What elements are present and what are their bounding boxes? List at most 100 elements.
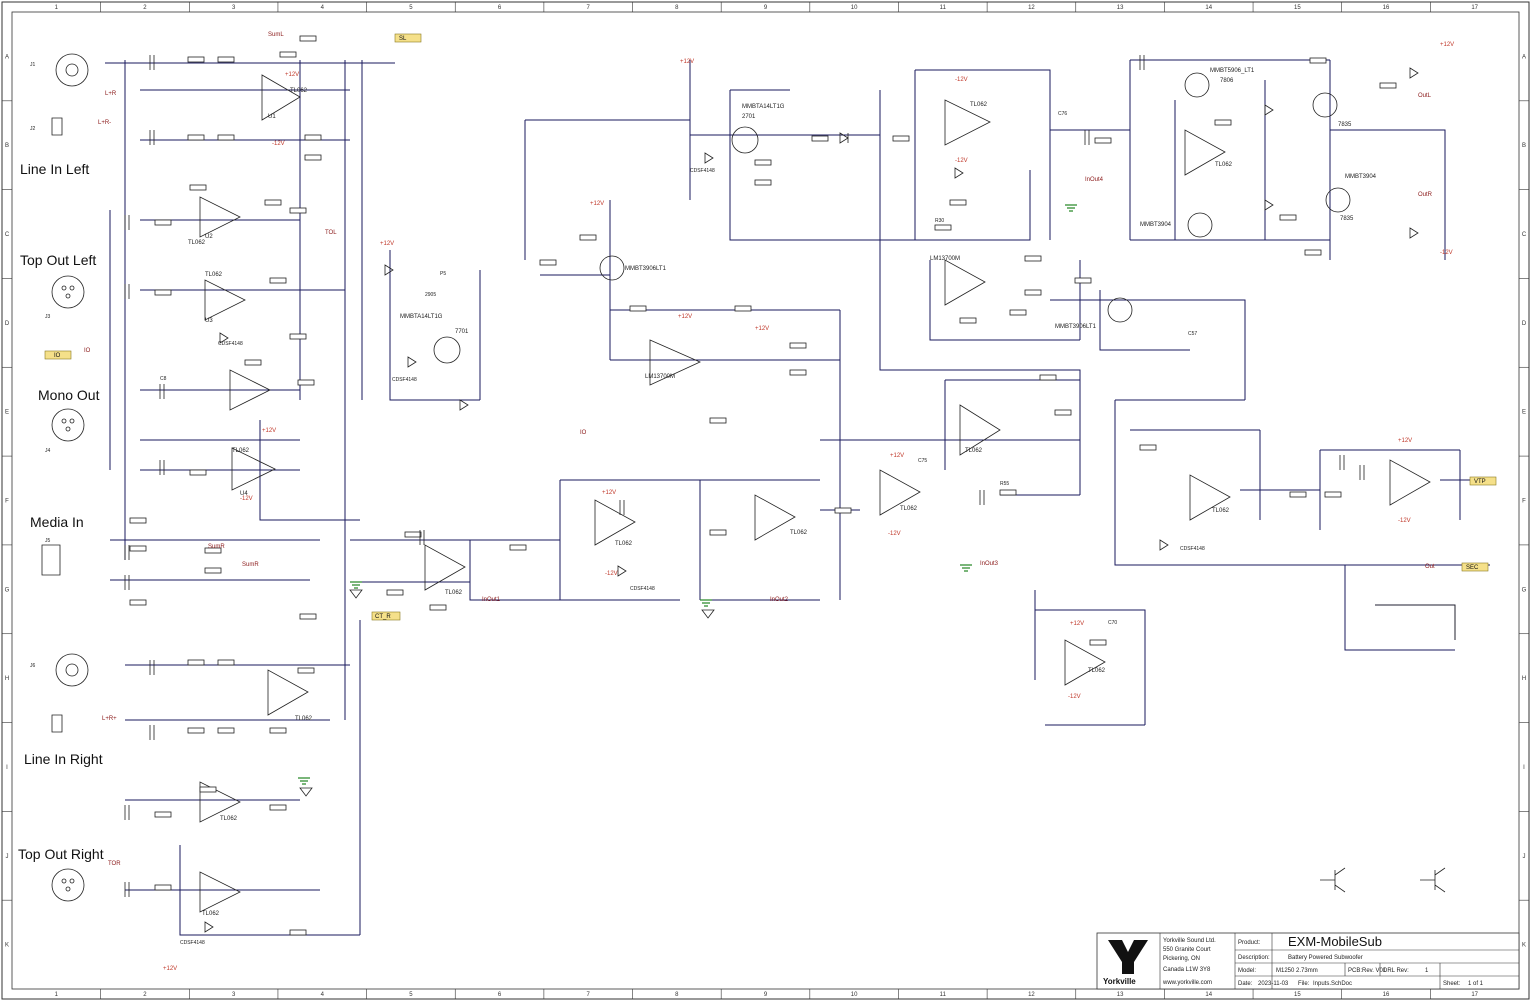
svg-text:IO: IO xyxy=(54,353,61,359)
tb-date: 2023-11-03 xyxy=(1258,981,1289,987)
row-letter: C xyxy=(5,232,10,238)
column-number: 12 xyxy=(1028,992,1035,998)
part-j3: J3 xyxy=(45,314,51,320)
part-p5-value: 2905 xyxy=(425,292,436,298)
tb-file: Inputs.SchDoc xyxy=(1313,981,1352,987)
svg-text:VTP: VTP xyxy=(1474,479,1486,485)
part-u15-type: TL062 xyxy=(900,506,918,512)
part-q1: MMBTA14LT1G xyxy=(742,104,785,110)
xlr-j3-icon xyxy=(51,275,85,309)
part-ota: LM13700M xyxy=(645,374,675,380)
column-number: 13 xyxy=(1117,5,1124,11)
part-j6: J6 xyxy=(30,663,36,669)
power-minus12-i: -12V xyxy=(955,158,968,164)
net-io: IO xyxy=(84,348,91,354)
power-plus12-k: +12V xyxy=(890,453,904,459)
part-u8-type: TL062 xyxy=(445,590,463,596)
row-letter: J xyxy=(6,854,9,860)
part-u2-type: TL062 xyxy=(188,240,206,246)
net-suml: SumL xyxy=(268,32,284,38)
part-d6: CDSF4148 xyxy=(180,940,205,946)
tb-model-label: Model: xyxy=(1238,968,1256,974)
part-u14-type: TL062 xyxy=(1088,668,1106,674)
part-d5: CDSF4148 xyxy=(392,377,417,383)
part-d1: CDSF4148 xyxy=(690,168,715,174)
column-number: 14 xyxy=(1205,5,1212,11)
tb-file-label: File: xyxy=(1298,981,1310,987)
power-minus12-h: -12V xyxy=(955,77,968,83)
row-letter: A xyxy=(1522,54,1526,60)
part-u1: U1 xyxy=(268,114,276,120)
title-block: Yorkville Yorkville Sound Ltd. 550 Grani… xyxy=(1096,932,1520,990)
net-outr: OutR xyxy=(1418,192,1433,198)
xlr-j4-icon xyxy=(51,408,85,442)
power-plus12-g: +12V xyxy=(755,326,769,332)
column-number: 15 xyxy=(1294,992,1301,998)
part-q6: MMBT3904 xyxy=(1345,174,1377,180)
net-tag-sec: SEC xyxy=(1461,562,1489,572)
net-lr-minus: L+R- xyxy=(98,120,111,126)
power-minus12-j: -12V xyxy=(1440,250,1453,256)
part-u9-type: TL062 xyxy=(615,541,633,547)
xlr-j2-icon xyxy=(51,868,85,902)
column-number: 2 xyxy=(143,992,147,998)
net-tol: TOL xyxy=(325,230,337,236)
tb-date-label: Date: xyxy=(1238,981,1253,987)
part-j5: J5 xyxy=(45,538,51,544)
part-q1-mark: 2701 xyxy=(742,114,756,120)
part-r55: R55 xyxy=(1000,481,1009,487)
tb-model: M1250 2.73mm xyxy=(1276,968,1318,974)
part-u4: U4 xyxy=(240,491,248,497)
label-mono-out: Mono Out xyxy=(38,387,100,403)
row-letter: A xyxy=(5,54,9,60)
row-letter: D xyxy=(5,321,10,327)
row-letter: I xyxy=(1523,765,1525,771)
column-number: 8 xyxy=(675,992,679,998)
net-tag-vtp: VTP xyxy=(1469,476,1497,486)
net-inout3: InOut3 xyxy=(980,561,999,567)
part-q4: MMBT5906_LT1 xyxy=(1210,68,1255,74)
column-number: 9 xyxy=(764,992,768,998)
column-number: 15 xyxy=(1294,5,1301,11)
row-letter: E xyxy=(5,410,9,416)
grounds xyxy=(298,204,1077,797)
tb-sheet-label: Sheet: xyxy=(1443,981,1461,987)
column-number: 7 xyxy=(587,5,591,11)
column-number: 12 xyxy=(1028,5,1035,11)
row-letter: I xyxy=(6,765,8,771)
part-u7-type: TL062 xyxy=(202,911,220,917)
column-number: 6 xyxy=(498,992,502,998)
part-c76: C76 xyxy=(1058,111,1067,117)
row-letter: H xyxy=(1522,676,1526,682)
net-inout2: InOut2 xyxy=(770,597,789,603)
column-number: 17 xyxy=(1471,5,1478,11)
power-plus12-e: +12V xyxy=(590,201,604,207)
column-number: 6 xyxy=(498,5,502,11)
column-number: 8 xyxy=(675,5,679,11)
part-q8: MMBT3906LT1 xyxy=(1055,324,1097,330)
power-plus12-j: +12V xyxy=(1440,42,1454,48)
jack-j5-icon xyxy=(41,544,61,576)
column-number: 1 xyxy=(55,5,59,11)
part-u1-type: TL062 xyxy=(290,88,308,94)
power-plus12-f: +12V xyxy=(678,314,692,320)
label-line-in-left: Line In Left xyxy=(20,161,89,177)
column-number: 11 xyxy=(940,5,947,11)
power-minus12-k: -12V xyxy=(888,531,901,537)
tb-product-label: Product: xyxy=(1238,940,1261,946)
tb-addr1: 550 Granite Court xyxy=(1163,947,1211,953)
net-tor: TOR xyxy=(108,861,121,867)
part-q7: MMBT3904 xyxy=(1140,222,1172,228)
part-j2: J2 xyxy=(30,126,36,132)
row-letter: B xyxy=(1522,143,1526,149)
column-number: 7 xyxy=(587,992,591,998)
label-top-out-right: Top Out Right xyxy=(18,846,104,862)
column-number: 3 xyxy=(232,5,236,11)
column-number: 16 xyxy=(1383,5,1390,11)
capacitors xyxy=(124,55,1365,897)
row-letter: F xyxy=(1522,499,1526,505)
opamps xyxy=(199,74,1431,913)
